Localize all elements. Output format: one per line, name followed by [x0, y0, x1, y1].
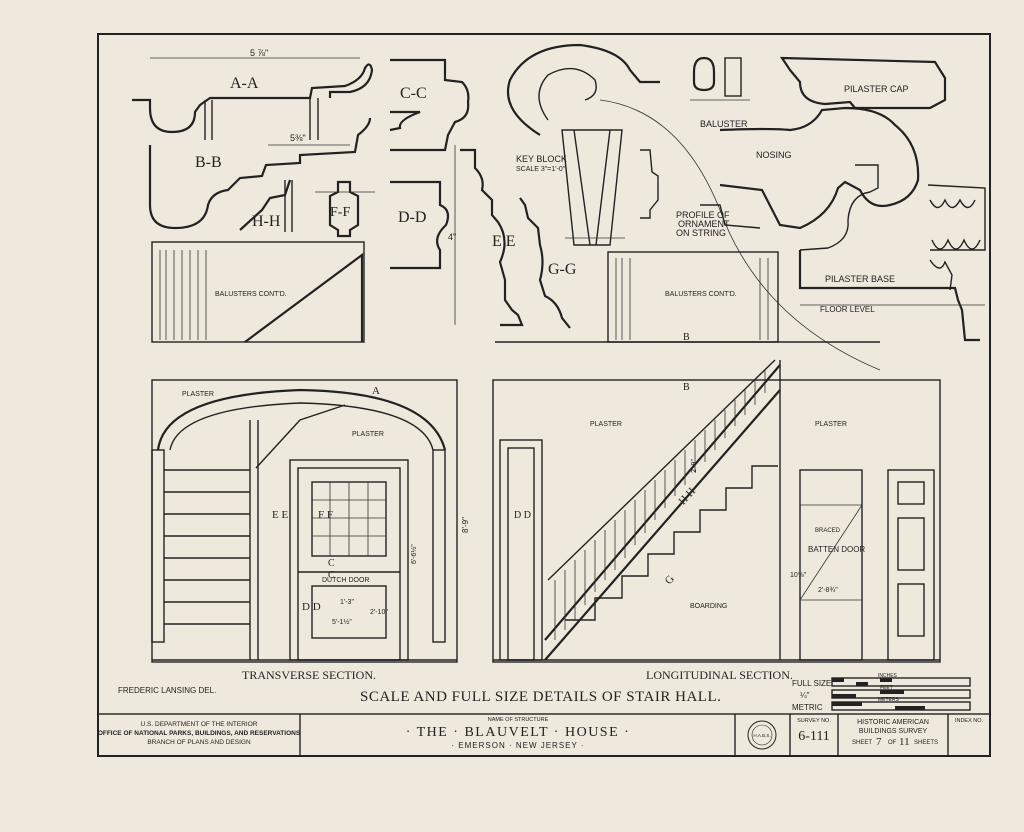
- dim-transverse-height: 6'-6½": [410, 544, 418, 564]
- label-b-lower: B: [683, 382, 690, 393]
- profile-aa: 5 ⅞" A-A: [132, 48, 374, 140]
- scale-feet: FEET: [880, 685, 893, 691]
- label-transverse-c2: C: [328, 570, 335, 581]
- label-dd: D-D: [398, 209, 426, 226]
- scale-quarter: ¼": [800, 691, 810, 700]
- sheet-word: SHEET: [852, 740, 872, 746]
- index-no-label: INDEX NO.: [955, 718, 984, 724]
- volute-detail: [506, 43, 881, 371]
- pilaster-cap-detail: PILASTER CAP: [779, 56, 986, 251]
- structure-location: · EMERSON · NEW JERSEY ·: [451, 741, 584, 750]
- longitudinal-title: LONGITUDINAL SECTION.: [646, 668, 793, 682]
- dim-longitudinal-d3: 10⅝": [790, 572, 807, 579]
- label-floor-level: FLOOR LEVEL: [820, 305, 875, 314]
- sheets-word: SHEETS: [914, 740, 938, 746]
- profile-ee: 4" E E: [448, 145, 524, 327]
- habs-seal: [747, 720, 777, 750]
- label-transverse-dd: D D: [302, 601, 321, 613]
- label-transverse-ff: F F: [318, 509, 333, 521]
- agency-line-1: U.S. DEPARTMENT OF THE INTERIOR: [141, 721, 258, 728]
- profile-dd: D-D: [390, 180, 450, 270]
- dim-longitudinal-d1: 2'-9": [691, 459, 698, 473]
- main-title: SCALE AND FULL SIZE DETAILS OF STAIR HAL…: [360, 689, 721, 705]
- sheet-number: 7: [876, 736, 882, 748]
- survey-no-label: SURVEY NO.: [797, 718, 831, 724]
- transverse-section: BALUSTERS CONT'D. PLASTER PLASTER A: [151, 241, 458, 682]
- label-profile-ornament-3: ON STRING: [676, 228, 726, 238]
- scale-full-size: FULL SIZE: [792, 679, 831, 688]
- label-dutch-door: DUTCH DOOR: [322, 577, 369, 584]
- nosing-detail: NOSING: [719, 106, 920, 230]
- habs-seal-text: H.A.B.S.: [753, 733, 770, 738]
- dim-transverse-d2: 2'-10": [370, 609, 388, 616]
- dim-longitudinal-d2: 2'-8¾": [818, 587, 838, 594]
- delineator: FREDERIC LANSING DEL.: [118, 686, 216, 695]
- dim-aa: 5 ⅞": [250, 48, 268, 58]
- label-hh: H-H: [252, 213, 281, 230]
- title-block: U.S. DEPARTMENT OF THE INTERIOR OFFICE O…: [97, 713, 991, 757]
- label-aa: A-A: [230, 75, 259, 92]
- label-transverse-plaster-left: PLASTER: [182, 391, 214, 398]
- label-key-block-scale: SCALE 3"=1'-0": [516, 166, 566, 173]
- detail-profiles: 5 ⅞" A-A 5⅜" B-B H-H F-F: [132, 43, 986, 371]
- habs-line-1: HISTORIC AMERICAN: [857, 719, 929, 726]
- label-nosing: NOSING: [756, 150, 792, 160]
- scale-inches: INCHES: [878, 673, 898, 679]
- label-transverse-plaster-right: PLASTER: [352, 431, 384, 438]
- dim-ee: 4": [448, 232, 456, 242]
- label-ff: F-F: [330, 205, 350, 220]
- dim-transverse-d1: 1'-3": [340, 599, 354, 606]
- transverse-title: TRANSVERSE SECTION.: [242, 668, 376, 682]
- label-transverse-balusters: BALUSTERS CONT'D.: [215, 291, 287, 298]
- dim-bb: 5⅜": [290, 133, 306, 143]
- survey-no: 6-111: [798, 729, 830, 744]
- sheets-of: OF: [888, 740, 897, 746]
- label-longitudinal-dd: D D: [514, 510, 531, 521]
- label-boarding: BOARDING: [690, 603, 727, 610]
- scale-meters: METERS: [878, 697, 900, 703]
- profile-gg: G-G: [519, 197, 577, 329]
- dim-transverse-d3: 5'-1½": [332, 618, 352, 626]
- profile-hh: H-H: [239, 179, 293, 232]
- label-key-block: KEY BLOCK: [516, 154, 567, 164]
- profile-ff: F-F: [315, 180, 375, 238]
- name-of-structure-label: NAME OF STRUCTURE: [488, 717, 549, 723]
- pilaster-base-detail: PILASTER BASE FLOOR LEVEL: [798, 250, 985, 342]
- baluster-detail: BALUSTER: [690, 56, 750, 129]
- label-longitudinal-plaster-right: PLASTER: [815, 421, 847, 428]
- profile-bb: 5⅜" B-B: [148, 117, 372, 230]
- agency-line-2: OFFICE OF NATIONAL PARKS, BUILDINGS, AND…: [98, 730, 301, 737]
- label-gg: G-G: [548, 261, 577, 278]
- label-cc: C-C: [400, 85, 427, 102]
- sheet-total: 11: [899, 736, 910, 748]
- label-transverse-ee: E E: [272, 509, 288, 521]
- label-longitudinal-g: G: [663, 573, 677, 587]
- longitudinal-section: BALUSTERS CONT'D. B B PLASTER PLASTER D …: [461, 251, 941, 682]
- label-profile-ornament-1: PROFILE OF: [676, 210, 730, 220]
- agency-line-3: BRANCH OF PLANS AND DESIGN: [147, 739, 251, 746]
- profile-cc: C-C: [389, 58, 470, 152]
- scale-bar: FULL SIZE ¼" METRIC INCHES FEET METERS: [792, 673, 971, 712]
- label-pilaster-base: PILASTER BASE: [825, 274, 895, 284]
- label-profile-ornament-2: ORNAMENT: [678, 219, 730, 229]
- label-longitudinal-balusters: BALUSTERS CONT'D.: [665, 291, 737, 298]
- label-transverse-a: A: [372, 385, 380, 397]
- label-transverse-c1: C: [328, 558, 335, 569]
- dim-longitudinal-height: 8'-9": [461, 517, 470, 533]
- sheet-border: [97, 33, 991, 757]
- label-longitudinal-plaster-left: PLASTER: [590, 421, 622, 428]
- label-b-upper: B: [683, 332, 690, 343]
- key-block-detail: KEY BLOCK SCALE 3"=1'-0": [516, 129, 625, 246]
- label-braced: BRACED: [815, 528, 841, 534]
- label-pilaster-cap: PILASTER CAP: [844, 84, 909, 94]
- habs-line-2: BUILDINGS SURVEY: [859, 728, 928, 735]
- scale-metric: METRIC: [792, 703, 823, 712]
- structure-name: · THE · BLAUVELT · HOUSE ·: [406, 725, 631, 740]
- label-baluster: BALUSTER: [700, 119, 748, 129]
- label-batten-door: BATTEN DOOR: [808, 545, 865, 554]
- label-bb: B-B: [195, 154, 222, 171]
